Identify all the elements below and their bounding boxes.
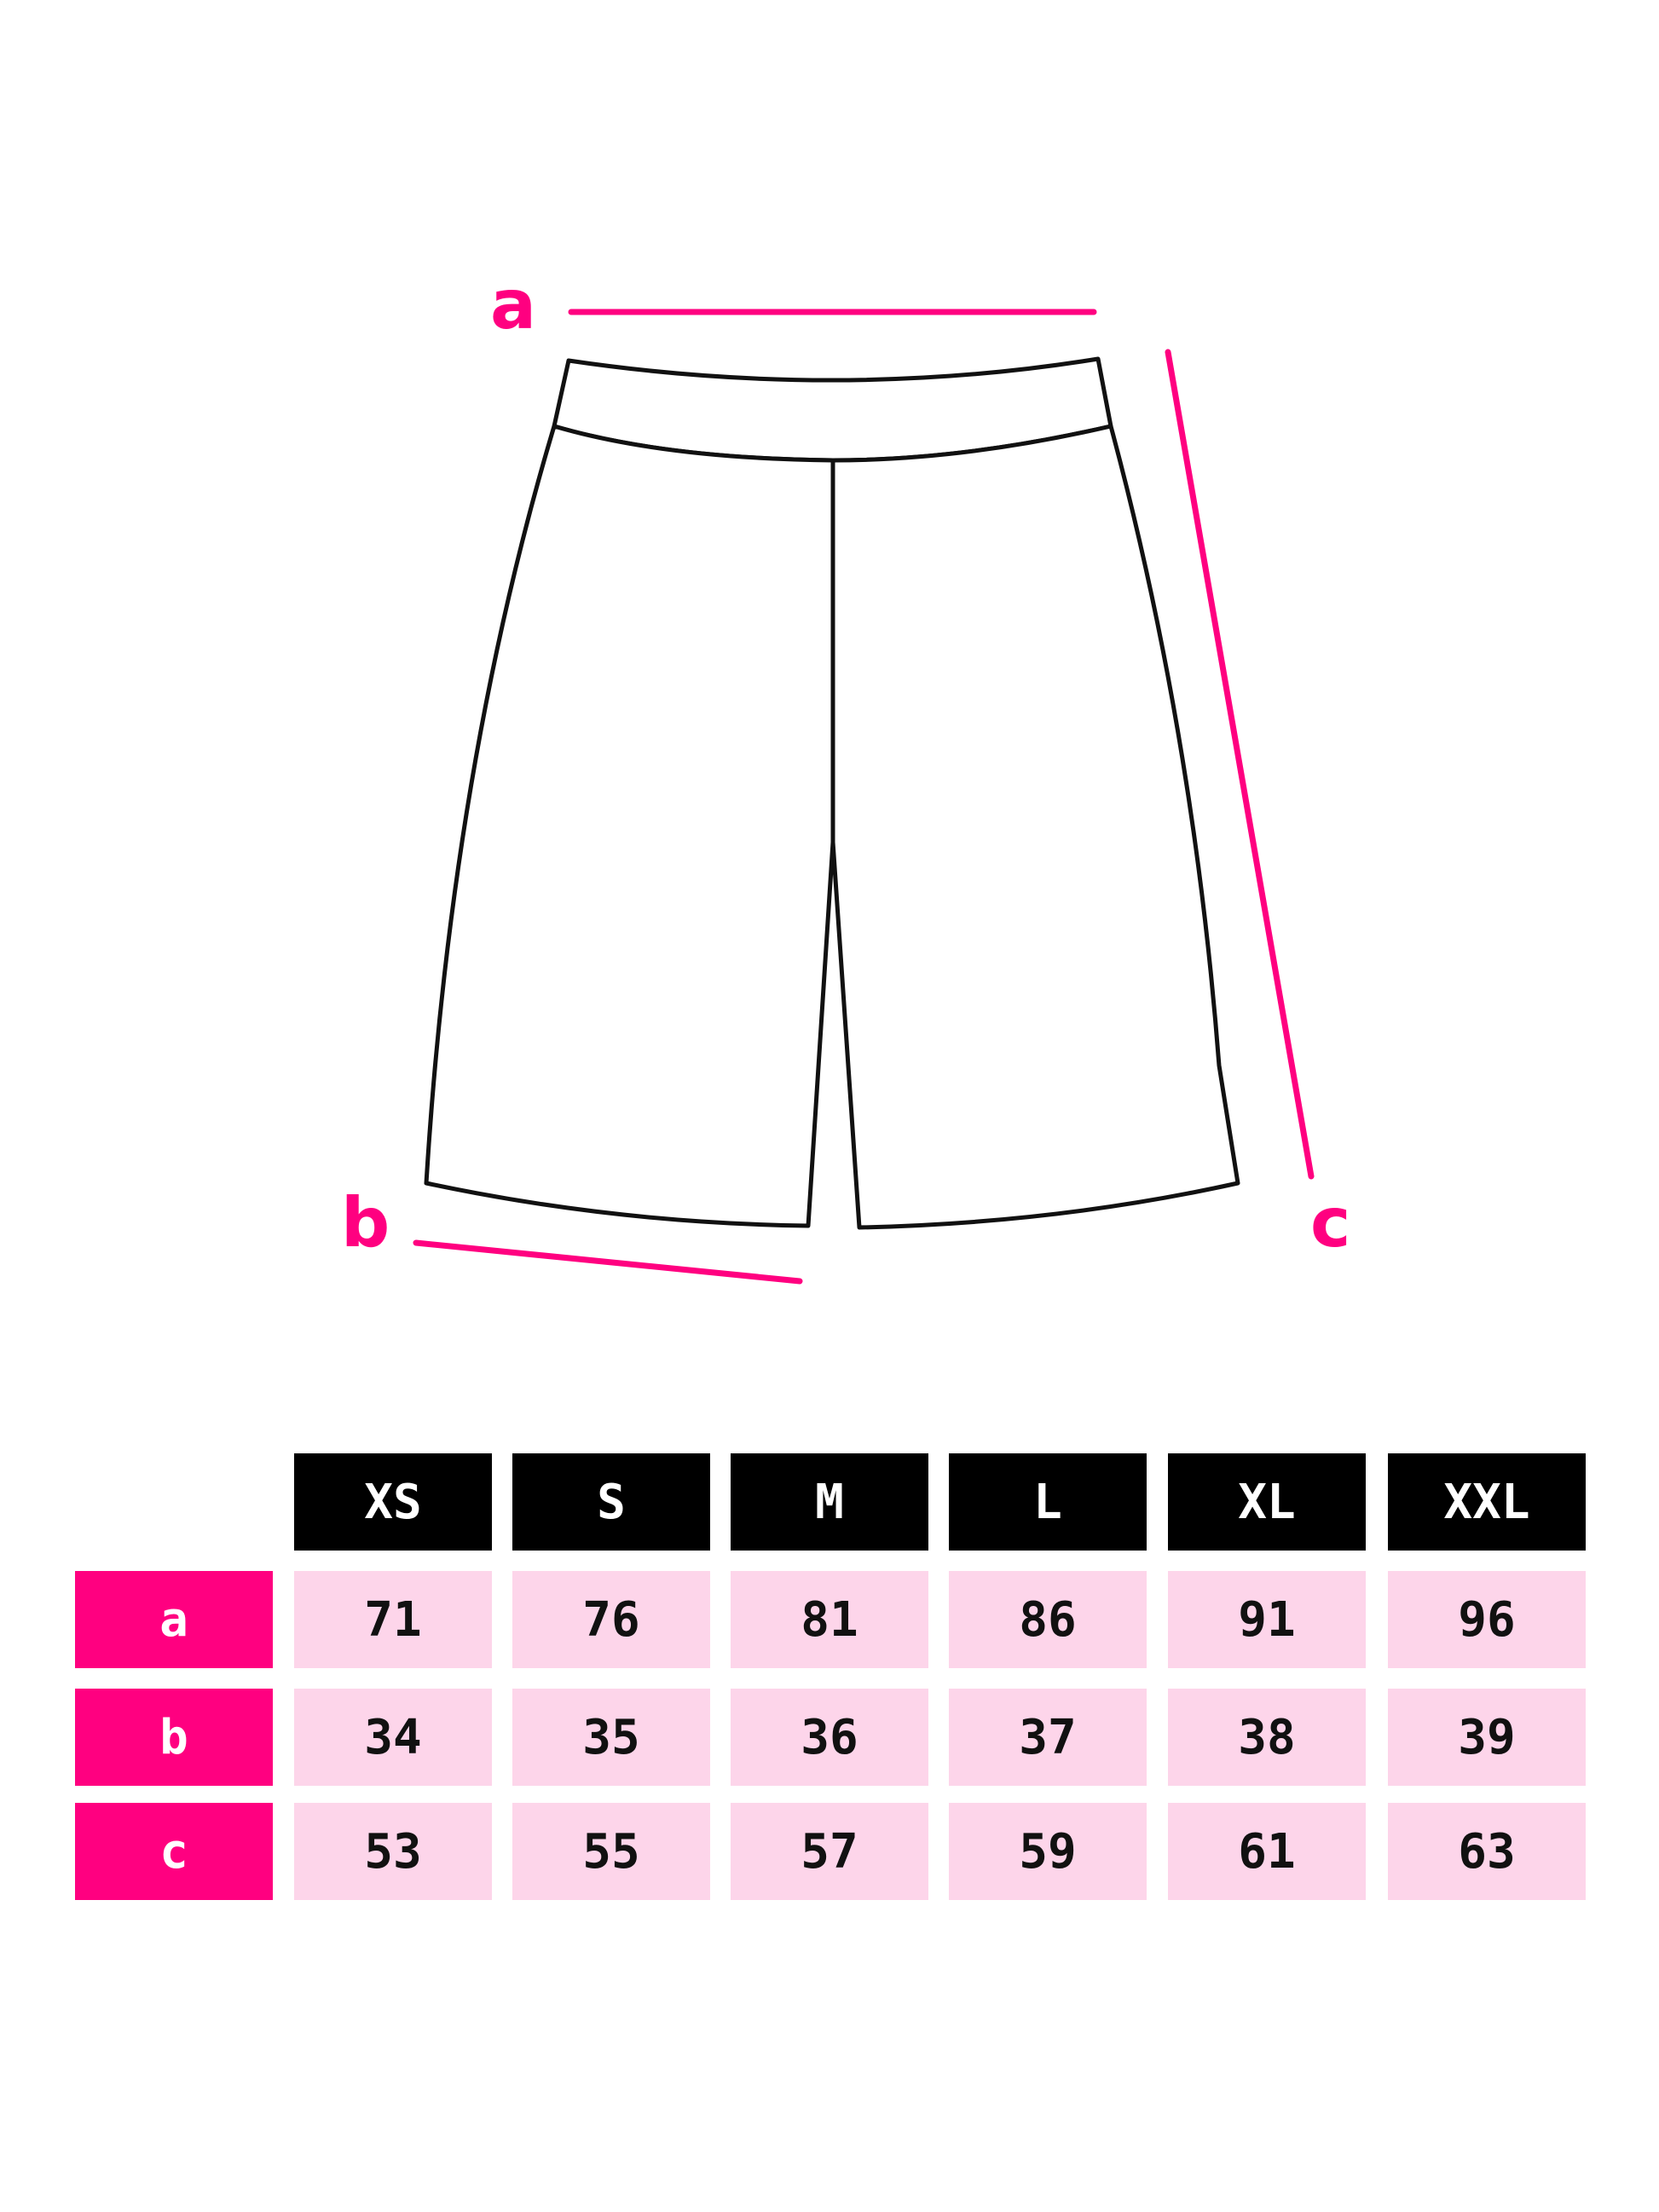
measure-label-a: a	[490, 265, 536, 344]
table-cell: 57	[731, 1803, 928, 1900]
table-cell: 36	[731, 1689, 928, 1786]
table-cell: 55	[512, 1803, 710, 1900]
table-cell: 63	[1388, 1803, 1586, 1900]
row-label-a: a	[75, 1571, 273, 1668]
size-header-xs: XS	[294, 1453, 492, 1551]
size-header-xxl: XXL	[1388, 1453, 1586, 1551]
table-cell: 59	[949, 1803, 1147, 1900]
table-cell: 39	[1388, 1689, 1586, 1786]
table-cell: 38	[1168, 1689, 1366, 1786]
row-label-c: c	[75, 1803, 273, 1900]
measure-label-c: c	[1310, 1183, 1351, 1262]
table-cell: 91	[1168, 1571, 1366, 1668]
table-cell: 34	[294, 1689, 492, 1786]
measure-line-c	[1165, 349, 1315, 1180]
size-header-m: M	[731, 1453, 928, 1551]
shorts-diagram	[413, 309, 1315, 1285]
table-cell: 35	[512, 1689, 710, 1786]
table-cell: 71	[294, 1571, 492, 1668]
table-cell: 53	[294, 1803, 492, 1900]
measure-line-b	[413, 1239, 803, 1285]
size-header-l: L	[949, 1453, 1147, 1551]
row-label-b: b	[75, 1689, 273, 1786]
table-cell: 81	[731, 1571, 928, 1668]
measure-label-b: b	[341, 1183, 390, 1262]
table-cell: 37	[949, 1689, 1147, 1786]
table-cell: 96	[1388, 1571, 1586, 1668]
size-header-xl: XL	[1168, 1453, 1366, 1551]
table-cell: 61	[1168, 1803, 1366, 1900]
table-cell: 86	[949, 1571, 1147, 1668]
size-header-s: S	[512, 1453, 710, 1551]
table-cell: 76	[512, 1571, 710, 1668]
